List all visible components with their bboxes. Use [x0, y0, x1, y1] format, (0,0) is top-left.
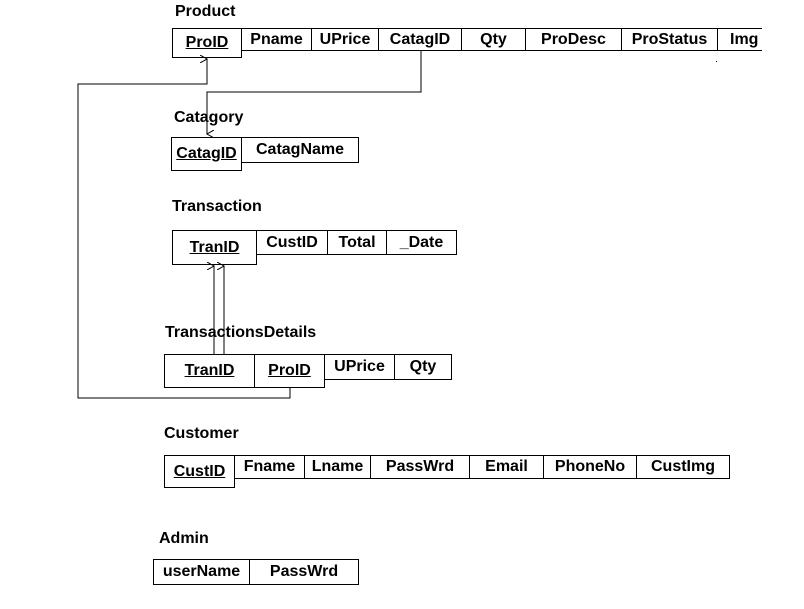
customer-col-cell: CustImg	[636, 455, 730, 479]
table-title-customer: Customer	[164, 425, 239, 442]
table-title-admin: Admin	[159, 530, 209, 547]
customer-col-cell: Email	[469, 455, 544, 479]
product-col-cell: Pname	[241, 28, 312, 51]
transaction-col-cell: CustID	[256, 230, 328, 255]
customer-col-cell: Fname	[234, 455, 305, 479]
catagory-pk-cell: CatagID	[171, 137, 242, 171]
table-title-product: Product	[175, 3, 236, 20]
transaction-col-cell: Total	[327, 230, 387, 255]
stray-dot	[716, 61, 717, 62]
table-title-catagory: Catagory	[174, 109, 244, 126]
transactionsdetails-pk-cell-proid: ProID	[254, 354, 325, 388]
transaction-col-cell: _Date	[386, 230, 457, 255]
customer-col-cell: PassWrd	[370, 455, 470, 479]
table-title-transactionsdetails: TransactionsDetails	[165, 324, 317, 341]
customer-col-cell: PhoneNo	[543, 455, 637, 479]
product-col-cell: Img	[717, 28, 762, 51]
admin-col-cell: PassWrd	[249, 559, 359, 585]
transaction-pk-cell: TranID	[172, 230, 257, 265]
admin-col-cell: userName	[153, 559, 250, 585]
customer-pk-cell: CustID	[164, 455, 235, 488]
product-col-cell: ProDesc	[525, 28, 622, 51]
customer-col-cell: Lname	[304, 455, 371, 479]
fk-product-catagory-line	[207, 51, 422, 134]
fk-details-product-line	[77, 59, 291, 399]
catagory-col-cell: CatagName	[241, 137, 359, 163]
table-title-transaction: Transaction	[172, 198, 262, 215]
transactionsdetails-col-cell: UPrice	[324, 354, 395, 380]
product-pk-cell: ProID	[172, 28, 242, 58]
product-col-cell: ProStatus	[621, 28, 718, 51]
product-col-cell: UPrice	[311, 28, 379, 51]
product-col-cell: CatagID	[378, 28, 462, 51]
product-col-cell: Qty	[461, 28, 526, 51]
transactionsdetails-col-cell: Qty	[394, 354, 452, 380]
transactionsdetails-pk-cell-tranid: TranID	[164, 354, 255, 388]
